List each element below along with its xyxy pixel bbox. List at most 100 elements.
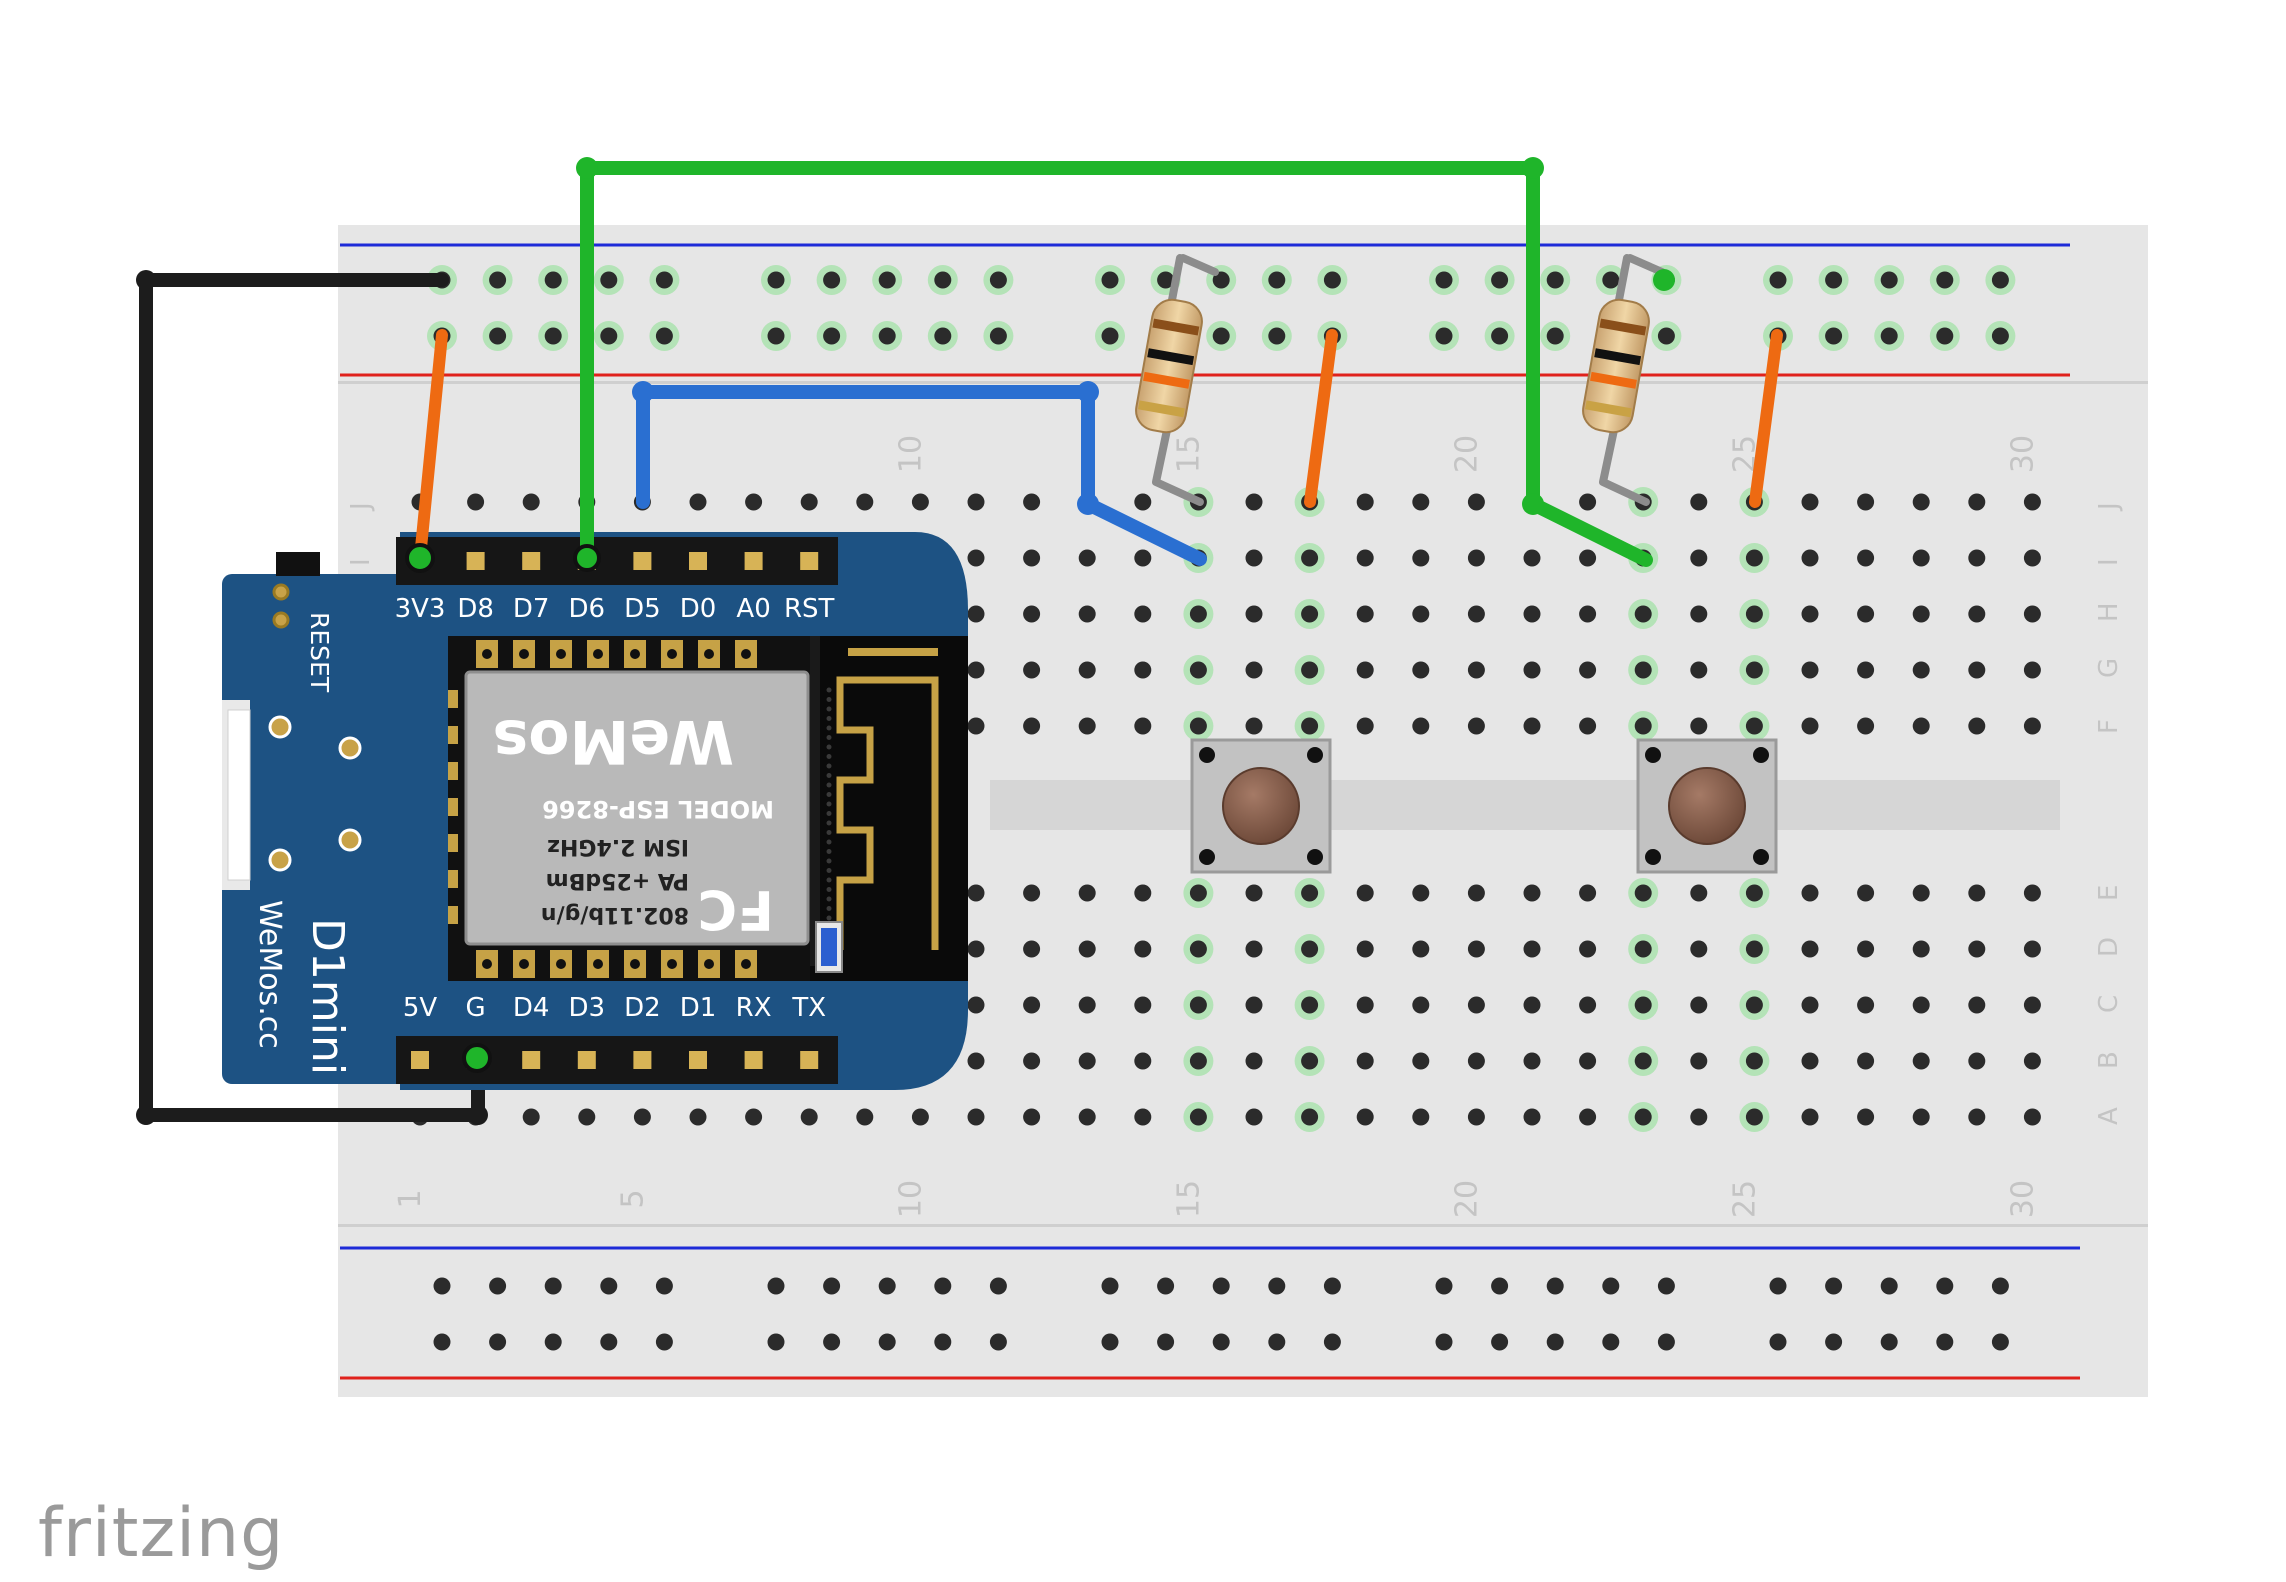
breadboard-hole[interactable] xyxy=(1245,549,1263,567)
breadboard-hole[interactable] xyxy=(1134,996,1152,1014)
breadboard-hole[interactable] xyxy=(1985,321,2016,351)
breadboard-hole[interactable] xyxy=(983,265,1014,295)
breadboard-hole[interactable] xyxy=(1912,717,1930,735)
breadboard-hole[interactable] xyxy=(1912,549,1930,567)
breadboard-hole[interactable] xyxy=(1523,605,1541,623)
breadboard-hole[interactable] xyxy=(1429,321,1459,351)
breadboard-hole[interactable] xyxy=(967,884,985,902)
breadboard-hole[interactable] xyxy=(1690,717,1708,735)
breadboard-hole[interactable] xyxy=(1435,1333,1453,1351)
breadboard-hole[interactable] xyxy=(1546,1333,1564,1351)
breadboard-hole[interactable] xyxy=(1690,940,1708,958)
breadboard-hole[interactable] xyxy=(1968,996,1986,1014)
breadboard-hole[interactable] xyxy=(1628,711,1659,741)
resistor-2[interactable] xyxy=(1580,254,1675,506)
breadboard-hole[interactable] xyxy=(1739,543,1770,573)
breadboard-hole[interactable] xyxy=(1183,934,1214,964)
breadboard-hole[interactable] xyxy=(1968,549,1986,567)
breadboard-hole[interactable] xyxy=(655,1277,673,1295)
breadboard-hole[interactable] xyxy=(1857,717,1875,735)
breadboard-hole[interactable] xyxy=(767,1277,785,1295)
breadboard-hole[interactable] xyxy=(1801,884,1819,902)
breadboard-hole[interactable] xyxy=(1991,1277,2009,1295)
breadboard-hole[interactable] xyxy=(1739,1046,1770,1076)
breadboard-hole[interactable] xyxy=(1245,493,1263,511)
breadboard-hole[interactable] xyxy=(600,1333,618,1351)
breadboard-hole[interactable] xyxy=(1484,265,1515,295)
breadboard-hole[interactable] xyxy=(1690,661,1708,679)
breadboard-hole[interactable] xyxy=(1985,265,2016,295)
breadboard-hole[interactable] xyxy=(1991,1333,2009,1351)
breadboard-hole[interactable] xyxy=(1467,1108,1485,1126)
breadboard-hole[interactable] xyxy=(655,1333,673,1351)
breadboard-hole[interactable] xyxy=(2023,493,2041,511)
breadboard-hole[interactable] xyxy=(1412,549,1430,567)
breadboard-hole[interactable] xyxy=(761,265,791,295)
breadboard-hole[interactable] xyxy=(1245,605,1263,623)
breadboard-hole[interactable] xyxy=(856,493,874,511)
breadboard-hole[interactable] xyxy=(1540,265,1571,295)
breadboard-hole[interactable] xyxy=(1857,996,1875,1014)
breadboard-hole[interactable] xyxy=(1523,884,1541,902)
breadboard-hole[interactable] xyxy=(761,321,791,351)
breadboard-hole[interactable] xyxy=(1628,1046,1659,1076)
breadboard-hole[interactable] xyxy=(872,321,903,351)
breadboard-hole[interactable] xyxy=(1183,990,1214,1020)
breadboard-hole[interactable] xyxy=(911,493,929,511)
breadboard-hole[interactable] xyxy=(1078,940,1096,958)
breadboard-hole[interactable] xyxy=(578,1108,596,1126)
breadboard-hole[interactable] xyxy=(1857,661,1875,679)
breadboard-hole[interactable] xyxy=(1936,1333,1954,1351)
breadboard-hole[interactable] xyxy=(1134,605,1152,623)
breadboard-hole[interactable] xyxy=(1023,884,1041,902)
breadboard-hole[interactable] xyxy=(1294,711,1325,741)
breadboard-hole[interactable] xyxy=(1183,655,1214,685)
breadboard-hole[interactable] xyxy=(1523,996,1541,1014)
breadboard-hole[interactable] xyxy=(1023,717,1041,735)
breadboard-hole[interactable] xyxy=(878,1277,896,1295)
breadboard-hole[interactable] xyxy=(1294,543,1325,573)
breadboard-hole[interactable] xyxy=(1356,996,1374,1014)
breadboard-hole[interactable] xyxy=(1968,493,1986,511)
breadboard-hole[interactable] xyxy=(1912,1108,1930,1126)
breadboard-hole[interactable] xyxy=(1183,1046,1214,1076)
breadboard-hole[interactable] xyxy=(1245,1108,1263,1126)
breadboard-hole[interactable] xyxy=(2023,717,2041,735)
breadboard-hole[interactable] xyxy=(1628,599,1659,629)
breadboard-hole[interactable] xyxy=(967,661,985,679)
breadboard-hole[interactable] xyxy=(1523,717,1541,735)
breadboard-hole[interactable] xyxy=(1356,1052,1374,1070)
breadboard-hole[interactable] xyxy=(1261,321,1292,351)
breadboard-hole[interactable] xyxy=(1857,1052,1875,1070)
breadboard-hole[interactable] xyxy=(482,321,513,351)
breadboard-hole[interactable] xyxy=(1602,1277,1620,1295)
breadboard-hole[interactable] xyxy=(2023,605,2041,623)
breadboard-hole[interactable] xyxy=(1412,1052,1430,1070)
breadboard-hole[interactable] xyxy=(2023,884,2041,902)
breadboard-hole[interactable] xyxy=(1323,1277,1341,1295)
breadboard-hole[interactable] xyxy=(1579,1052,1597,1070)
breadboard-hole[interactable] xyxy=(823,1333,841,1351)
breadboard-hole[interactable] xyxy=(1912,493,1930,511)
breadboard-hole[interactable] xyxy=(1801,1052,1819,1070)
breadboard-hole[interactable] xyxy=(1467,940,1485,958)
breadboard-hole[interactable] xyxy=(1880,1277,1898,1295)
breadboard-hole[interactable] xyxy=(1579,1108,1597,1126)
breadboard-hole[interactable] xyxy=(1134,940,1152,958)
breadboard-hole[interactable] xyxy=(983,321,1014,351)
breadboard-hole[interactable] xyxy=(1968,1108,1986,1126)
breadboard-hole[interactable] xyxy=(1651,321,1682,351)
breadboard-hole[interactable] xyxy=(967,605,985,623)
breadboard-hole[interactable] xyxy=(934,1333,952,1351)
breadboard-hole[interactable] xyxy=(1467,717,1485,735)
breadboard-hole[interactable] xyxy=(1523,1108,1541,1126)
breadboard-hole[interactable] xyxy=(1579,940,1597,958)
breadboard-hole[interactable] xyxy=(1467,1052,1485,1070)
breadboard-hole[interactable] xyxy=(1602,1333,1620,1351)
push-button-1[interactable] xyxy=(1190,738,1332,874)
breadboard-hole[interactable] xyxy=(1245,940,1263,958)
breadboard-hole[interactable] xyxy=(1801,605,1819,623)
breadboard-hole[interactable] xyxy=(1801,717,1819,735)
breadboard-hole[interactable] xyxy=(538,321,569,351)
breadboard-hole[interactable] xyxy=(1245,1052,1263,1070)
